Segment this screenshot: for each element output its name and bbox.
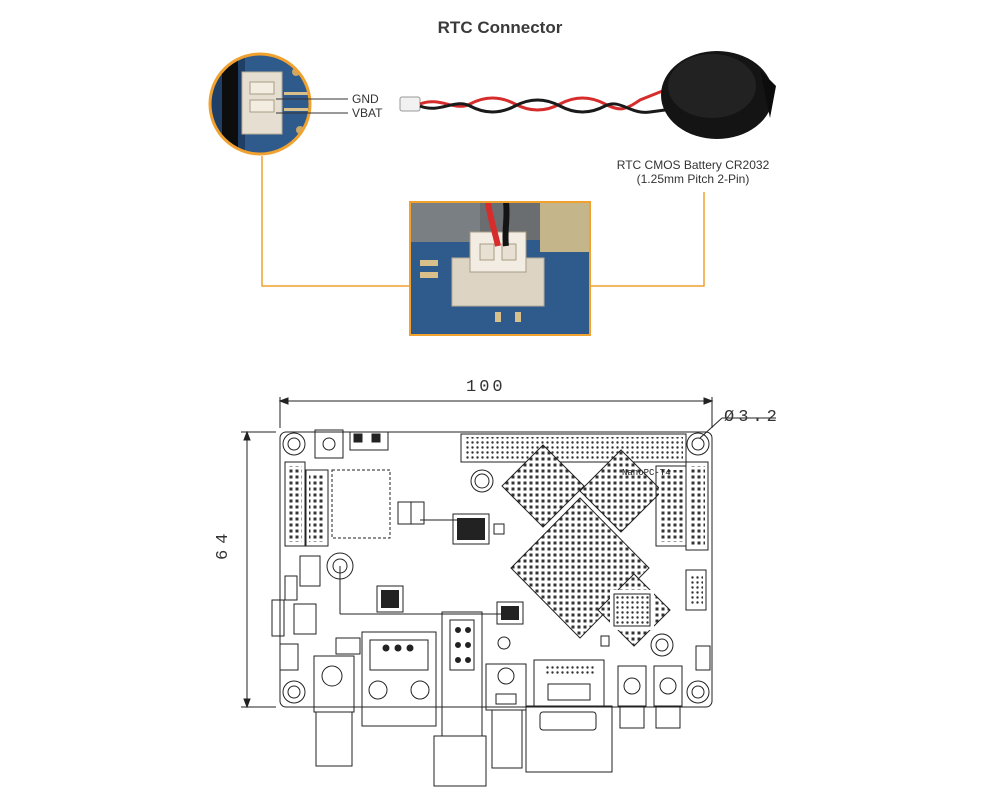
page-title: RTC Connector: [437, 18, 563, 37]
callout-line-left: [261, 156, 410, 287]
battery-caption: RTC CMOS Battery CR2032 (1.25mm Pitch 2-…: [608, 158, 778, 186]
vbat-label: VBAT: [352, 106, 383, 120]
battery-cable: [399, 88, 681, 114]
gnd-label: GND: [352, 92, 379, 106]
height-dimension: 64: [214, 527, 233, 560]
battery-caption-line1: RTC CMOS Battery CR2032: [616, 158, 770, 172]
width-dimension: 100: [466, 378, 506, 397]
connector-zoom-circle: [208, 52, 312, 156]
board-drawing: [241, 397, 776, 787]
coin-battery: [661, 51, 776, 139]
callout-line-right: [590, 192, 705, 287]
connector-photo: [409, 201, 591, 336]
board-silk-name: NanoPC-T4: [622, 468, 671, 478]
hole-dimension: Ø3.2: [724, 408, 781, 427]
battery-caption-line2: (1.25mm Pitch 2-Pin): [636, 172, 750, 186]
